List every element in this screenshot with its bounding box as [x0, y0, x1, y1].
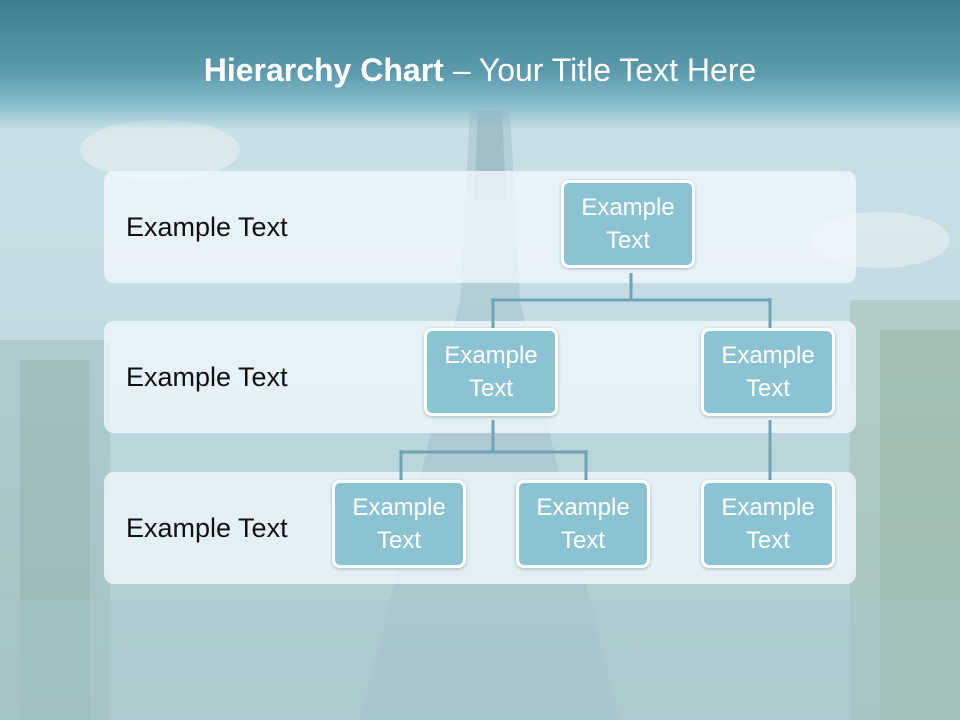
node-level3-b-line2: Text [560, 527, 605, 554]
node-level3-a-line1: Example [352, 494, 446, 521]
node-level2-left-line1: Example [444, 342, 538, 369]
connector-root-to-level2 [491, 273, 772, 330]
node-root-line2: Text [605, 227, 650, 254]
title-bar [0, 0, 960, 130]
title-rest-part: – Your Title Text Here [443, 52, 757, 88]
level-label-1: Example Text [126, 212, 288, 242]
node-level2-right-line1: Example [721, 342, 815, 369]
node-root-line1: Example [581, 194, 675, 221]
node-level3-a-line2: Text [376, 527, 421, 554]
node-level2-left-line2: Text [468, 375, 513, 402]
node-level2-right[interactable]: Example Text [701, 328, 835, 416]
node-level3-c-line2: Text [745, 527, 790, 554]
node-level3-b-line1: Example [536, 494, 630, 521]
node-root[interactable]: Example Text [561, 180, 695, 268]
level-label-2: Example Text [126, 362, 288, 392]
node-level3-b[interactable]: Example Text [516, 480, 650, 568]
slide-title: Hierarchy Chart – Your Title Text Here [0, 52, 960, 89]
level-label-3: Example Text [126, 513, 288, 543]
node-level3-c[interactable]: Example Text [701, 480, 835, 568]
connector-left-to-level3 [399, 420, 588, 482]
level-band-1 [104, 171, 856, 283]
node-level3-c-line1: Example [721, 494, 815, 521]
node-level3-a[interactable]: Example Text [332, 480, 466, 568]
node-level2-left[interactable]: Example Text [424, 328, 558, 416]
title-bold-part: Hierarchy Chart [203, 52, 444, 88]
node-level2-right-line2: Text [745, 375, 790, 402]
